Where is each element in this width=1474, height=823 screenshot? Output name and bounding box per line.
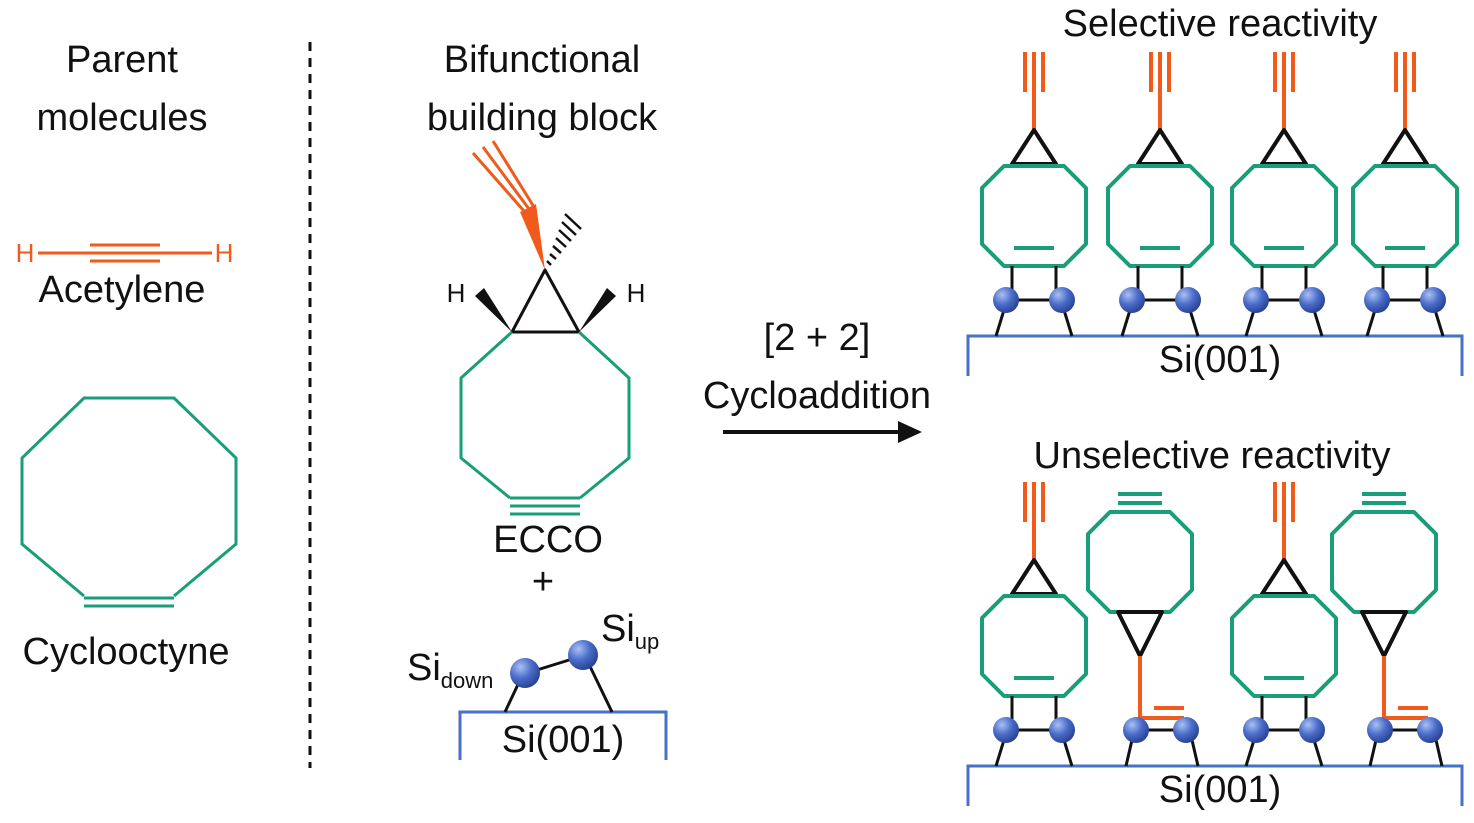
unselective-product-2-ring [1086,510,1194,614]
unselective-title: Unselective reactivity [1034,435,1391,477]
ecco-structure: H H [447,140,646,516]
si-down-label: Sidown [407,647,493,693]
selective-product-1-dimer-bond [1062,309,1074,337]
unselective-product-3-ring [1230,594,1338,698]
reaction-arrow-group: [2 + 2] Cycloaddition [703,317,931,443]
unselective-product-2-bond [1124,739,1134,767]
selective-product-4-dimer-bond [1365,309,1377,337]
selective-product-3-cyclopropane [1260,128,1308,166]
selective-product-4-dimer-bond [1433,309,1445,337]
selective-product-4-ring [1351,164,1459,268]
bifunctional-title-line2: building block [427,97,658,139]
si-atom [1049,287,1075,313]
unselective-product-1-cyclopropane [1010,558,1058,596]
si-atom [1119,287,1145,313]
products-panel [966,52,1464,806]
si-atom [1243,717,1269,743]
si-atom [993,717,1019,743]
si-surface-label-middle: Si(001) [502,719,625,761]
reaction-arrow-head [898,421,922,443]
selective-product-3-dimer-bond [1312,309,1324,337]
si-atom [1417,717,1443,743]
unselective-product-4-cyclopropane [1360,610,1408,658]
unselective-product-2-bond [1190,739,1200,767]
ecco-panel: Bifunctional building block [407,39,668,761]
si-atom [993,287,1019,313]
unselective-product-3-cyclopropane [1260,558,1308,596]
ecco-h-left: H [447,278,466,308]
selective-surface [966,334,1464,376]
cyclooctyne-label: Cyclooctyne [23,631,230,673]
acetylene-structure: H H [16,238,234,268]
selective-title: Selective reactivity [1063,3,1378,45]
acetylene-h-right: H [215,238,234,268]
unselective-product-1-dimer-bond [994,739,1006,767]
selective-product-2-dimer-bond [1188,309,1200,337]
si-surface-label-unselective: Si(001) [1159,769,1282,811]
unselective-product-1-ring [980,594,1088,698]
selective-product-3-ring [1230,164,1338,268]
selective-product-1-dimer-bond [994,309,1006,337]
cyclooctyne-structure [20,396,238,608]
unselective-product-2-cyclopropane [1116,610,1164,658]
acetylene-label: Acetylene [39,269,206,311]
unselective-product-3-dimer-bond [1244,739,1256,767]
parent-molecules-panel: Parent molecules H H Acetylene Cycloocty… [16,39,238,673]
bifunctional-title-line1: Bifunctional [444,39,640,81]
selective-product-4-cyclopropane [1381,128,1429,166]
selective-product-1-cyclopropane [1010,128,1058,166]
si-atom [1123,717,1149,743]
si-atom [1367,717,1393,743]
ecco-h-right: H [627,278,646,308]
selective-product-3-dimer-bond [1244,309,1256,337]
si-atom [1299,717,1325,743]
si-atom [1299,287,1325,313]
reaction-label-line1: [2 + 2] [764,317,871,359]
plus-sign: + [532,561,554,603]
selective-product-1-ring [980,164,1088,268]
si-atom [1049,717,1075,743]
si-atom [1243,287,1269,313]
reaction-label-line2: Cycloaddition [703,375,931,417]
unselective-product-1-dimer-bond [1062,739,1074,767]
unselective-surface [966,764,1464,806]
si-atom [1420,287,1446,313]
parent-title-line1: Parent [66,39,178,81]
si-surface-label-selective: Si(001) [1159,339,1282,381]
unselective-product-4-bond [1368,739,1378,767]
si-dimer-structure: Sidown Siup Si(001) [407,608,668,761]
acetylene-h-left: H [16,238,35,268]
si-atom [1364,287,1390,313]
selective-product-2-ring [1106,164,1214,268]
selective-product-2-dimer-bond [1120,309,1132,337]
si-up-label: Siup [601,608,659,654]
parent-title-line2: molecules [36,97,207,139]
selective-product-2-cyclopropane [1136,128,1184,166]
unselective-product-4-bond [1434,739,1444,767]
unselective-product-4-ring [1330,510,1438,614]
si-atom [1175,287,1201,313]
si-atom [1173,717,1199,743]
unselective-product-3-dimer-bond [1312,739,1324,767]
ecco-label: ECCO [493,519,603,561]
